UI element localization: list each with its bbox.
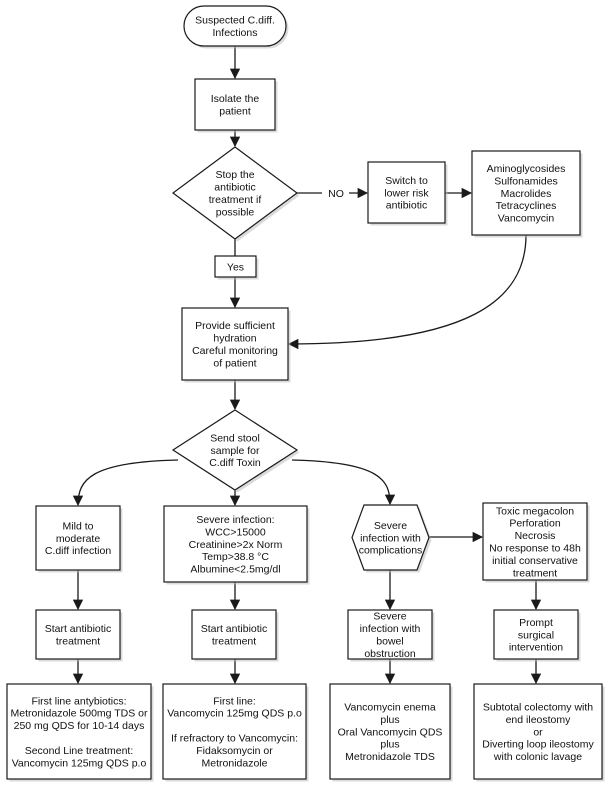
node-start: Suspected C.diff.Infections xyxy=(183,5,289,49)
node-text-line: No response to 48h xyxy=(489,543,581,555)
node-text-line: Perforation xyxy=(509,518,561,530)
node-text-line: Vancomycin xyxy=(498,213,555,225)
node-text-line: Stop the xyxy=(215,169,254,181)
node-text-line: Switch to xyxy=(385,175,428,187)
node-text-line: plus xyxy=(380,714,399,726)
node-text-line: treatment if xyxy=(209,194,262,206)
node-text-line: Start antibiotic xyxy=(201,623,268,635)
node-text-line: Vancomycin 125mg QDS p.o xyxy=(12,757,147,769)
node-treat-mild: First line antybiotics:Metronidazole 500… xyxy=(6,683,154,782)
node-text-line: Creatinine>2x Norm xyxy=(189,539,283,551)
node-text-line: of patient xyxy=(213,357,256,369)
node-text-line: complications xyxy=(359,545,423,557)
node-text-line: Metronidazole TDS xyxy=(345,751,435,763)
node-severe: Severe infection:WCC>15000Creatinine>2x … xyxy=(163,505,310,585)
node-text-line: Metronidazole 500mg TDS or xyxy=(11,708,148,720)
node-text-line: infection with xyxy=(360,623,421,635)
node-text-line: obstruction xyxy=(364,648,416,660)
node-text-line: First line: xyxy=(213,695,256,707)
node-text-line: Albumine<2.5mg/dl xyxy=(190,564,280,576)
edge-stool-complications xyxy=(291,459,396,506)
node-text-line: lower risk xyxy=(384,187,429,199)
node-text-line: Second Line treatment: xyxy=(25,745,134,757)
node-text-line: First line antybiotics: xyxy=(31,695,126,707)
node-text-line: Macrolides xyxy=(501,188,552,200)
node-yes-box: Yes xyxy=(214,255,259,280)
node-text-line: WCC>15000 xyxy=(205,526,266,538)
node-text-line: Tetracyclines xyxy=(496,200,557,212)
edge-stool-mild xyxy=(72,459,179,507)
node-text-line: Yes xyxy=(227,261,244,273)
node-text-line: Diverting loop ileostomy xyxy=(482,739,594,751)
node-text-line: Sulfonamides xyxy=(494,175,558,187)
node-text-line: bowel xyxy=(376,636,403,648)
node-text-line: C.diff Toxin xyxy=(209,457,261,469)
node-text-line: Subtotal colectomy with xyxy=(483,702,593,714)
node-text-line: Send stool xyxy=(210,432,260,444)
node-text-line: patient xyxy=(219,106,251,118)
flowchart-edges: NO xyxy=(72,46,542,685)
node-treat-severe: First line:Vancomycin 125mg QDS p.o If re… xyxy=(162,683,309,782)
node-text-line: Fidaksomycin or xyxy=(196,745,273,757)
node-text-line: Aminoglycosides xyxy=(487,163,566,175)
node-text-line: Suspected C.diff. xyxy=(195,15,275,27)
node-text-line: Toxic megacolon xyxy=(496,505,574,517)
node-text-line: moderate xyxy=(56,533,101,545)
node-text-line: possible xyxy=(216,206,255,218)
node-text-line: with colonic lavage xyxy=(493,751,582,763)
node-text-line: antibiotic xyxy=(214,182,255,194)
node-text-line: Isolate the xyxy=(211,93,260,105)
node-text-line: Prompt xyxy=(519,617,553,629)
node-text-line: Careful monitoring xyxy=(192,345,278,357)
node-text-line: sample for xyxy=(210,445,260,457)
node-text-line: Severe infection: xyxy=(196,514,274,526)
node-text-line: Necrosis xyxy=(515,530,556,542)
node-text-line: Vancomycin 125mg QDS p.o xyxy=(167,708,302,720)
node-text-line: Mild to xyxy=(63,520,94,532)
node-text-line: Severe xyxy=(374,520,407,532)
node-text-line: Temp>38.8 °C xyxy=(202,551,269,563)
node-text-line: end ileostomy xyxy=(506,714,572,726)
node-text-line: Vancomycin enema xyxy=(344,702,436,714)
node-text-line: plus xyxy=(380,739,399,751)
node-text-line: treatment xyxy=(56,636,100,648)
node-text-line: C.diff infection xyxy=(45,545,112,557)
node-text-line: 250 mg QDS for 10-14 days xyxy=(14,720,145,732)
edge-list-hydration xyxy=(287,234,527,350)
edge-label-no: NO xyxy=(328,188,344,200)
node-text-line: Start antibiotic xyxy=(45,623,112,635)
node-text-line: initial conservative xyxy=(492,555,578,567)
node-text-line: or xyxy=(533,726,543,738)
node-text-line: hydration xyxy=(213,333,256,345)
node-text-line: Metronidazole xyxy=(202,757,268,769)
node-text-line: treatment xyxy=(212,636,256,648)
node-text-line: surgical xyxy=(518,629,554,641)
node-text-line: treatment xyxy=(513,567,557,579)
node-text-line: Severe xyxy=(373,611,406,623)
node-risk-list: AminoglycosidesSulfonamidesMacrolidesTet… xyxy=(471,150,583,238)
node-text-line: antibiotic xyxy=(386,200,427,212)
node-text-line: intervention xyxy=(509,642,563,654)
node-text-line: infection with xyxy=(360,532,421,544)
node-text-line: If refractory to Vancomycin: xyxy=(171,733,298,745)
node-text-line: Infections xyxy=(213,27,258,39)
node-text-line: Provide sufficient xyxy=(195,320,275,332)
node-text-line: Oral Vancomycin QDS xyxy=(338,726,443,738)
